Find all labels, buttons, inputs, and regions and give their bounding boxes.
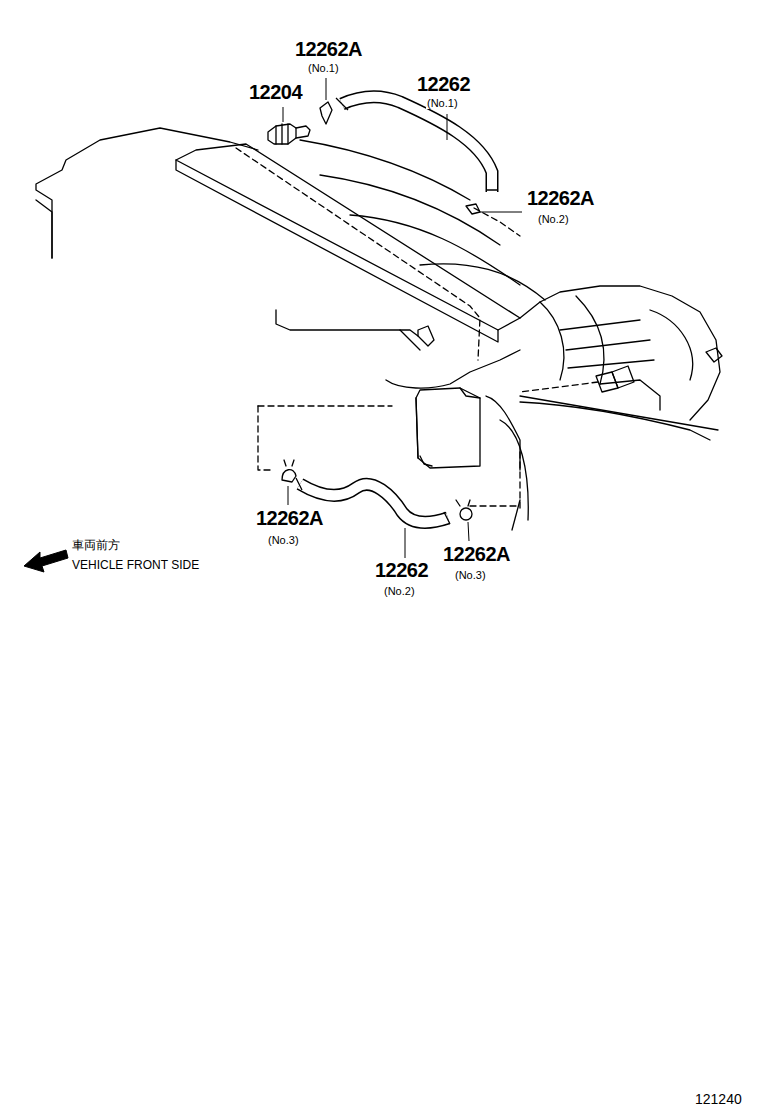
direction-label: 車両前方 xyxy=(71,539,121,552)
callout-number: 12262A xyxy=(526,187,595,209)
callout-note: (No.3) xyxy=(454,569,487,581)
callout-number: 12262A xyxy=(442,543,511,565)
direction-label: VEHICLE FRONT SIDE xyxy=(71,559,200,572)
figure-number: 121240 xyxy=(694,1092,743,1107)
callout-number: 12262A xyxy=(255,507,324,529)
callout-number: 12262 xyxy=(374,559,429,581)
callout-number: 12204 xyxy=(248,81,303,103)
callout-note: (No.3) xyxy=(267,534,300,546)
callout-number: 12262 xyxy=(416,73,471,95)
callout-note: (No.2) xyxy=(383,585,416,597)
callout-number: 12262A xyxy=(294,38,363,60)
callout-note: (No.1) xyxy=(426,97,459,109)
callout-note: (No.2) xyxy=(537,213,570,225)
callout-note: (No.1) xyxy=(307,62,340,74)
